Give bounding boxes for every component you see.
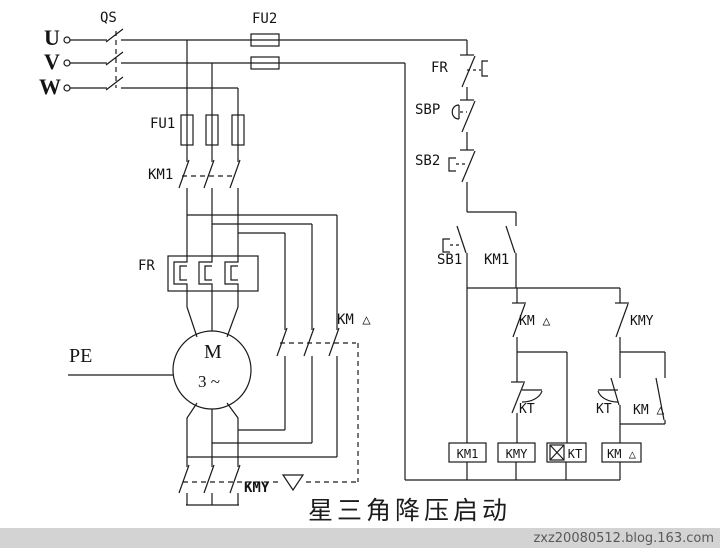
kt-nc-branch-icon	[511, 351, 568, 443]
km-delta-coil-label: KM △	[607, 447, 636, 461]
km1-coil-label: KM1	[456, 447, 479, 461]
km1-aux-label: KM1	[484, 252, 510, 268]
kt-no-branch-icon	[597, 351, 666, 443]
fr-main-label: FR	[138, 258, 155, 274]
kmy-coil-label: KMY	[505, 447, 528, 461]
delta-feed-lines	[187, 214, 338, 330]
kmy-nc-label: KMY	[630, 314, 654, 329]
km-delta-main-contacts-icon	[187, 327, 359, 482]
km1-main-label: KM1	[148, 167, 174, 183]
km-delta-main-label: KM △	[337, 312, 371, 328]
sb1-km1-branch-icon	[442, 211, 620, 443]
return-rail	[404, 63, 621, 481]
kt-delay-open-label: KT	[519, 402, 535, 417]
km-delta-nc-label: KM △	[519, 314, 551, 329]
supply-terminal-icons	[63, 36, 71, 92]
sb2-start-button-icon	[448, 149, 476, 183]
watermark-bar: zxz20080512.blog.163.com	[0, 528, 720, 548]
kmy-main-contacts-icon	[178, 464, 358, 506]
sbp-stop-button-icon	[451, 99, 476, 133]
qs-switch-icon	[70, 28, 124, 91]
kt-delay-close-label: KT	[596, 402, 612, 417]
sb2-label: SB2	[415, 153, 441, 169]
fu2-fuse-icon	[250, 33, 280, 70]
sb1-label: SB1	[437, 252, 463, 268]
phase-bus-lines	[121, 39, 467, 89]
fu1-label: FU1	[150, 116, 176, 132]
fu2-label: FU2	[252, 11, 278, 27]
watermark-text: zxz20080512.blog.163.com	[533, 530, 714, 546]
terminal-w-label: W	[39, 74, 61, 99]
terminal-v-label: V	[44, 49, 60, 74]
pe-label: PE	[69, 345, 93, 367]
sbp-label: SBP	[415, 102, 441, 118]
fr-heater-icon	[167, 255, 259, 292]
kmy-main-label: KMY	[244, 480, 270, 496]
km1-main-contacts-icon	[178, 159, 241, 256]
diagram-title: 星三角降压启动	[308, 498, 512, 525]
fu1-fuse-icon	[180, 40, 245, 162]
kmy-nc-contact-icon	[615, 288, 629, 352]
motor-m-label: M	[204, 341, 222, 363]
fr-nc-contact-icon	[460, 54, 488, 88]
km-delta-nc-contact-icon	[512, 288, 526, 352]
fr-ctrl-label: FR	[431, 60, 448, 76]
motor-phase-label: 3 ~	[198, 372, 220, 391]
qs-label: QS	[100, 10, 117, 26]
km-delta-aux-label: KM △	[633, 403, 665, 418]
kt-coil-label: KT	[567, 447, 583, 461]
terminal-u-label: U	[44, 25, 60, 50]
